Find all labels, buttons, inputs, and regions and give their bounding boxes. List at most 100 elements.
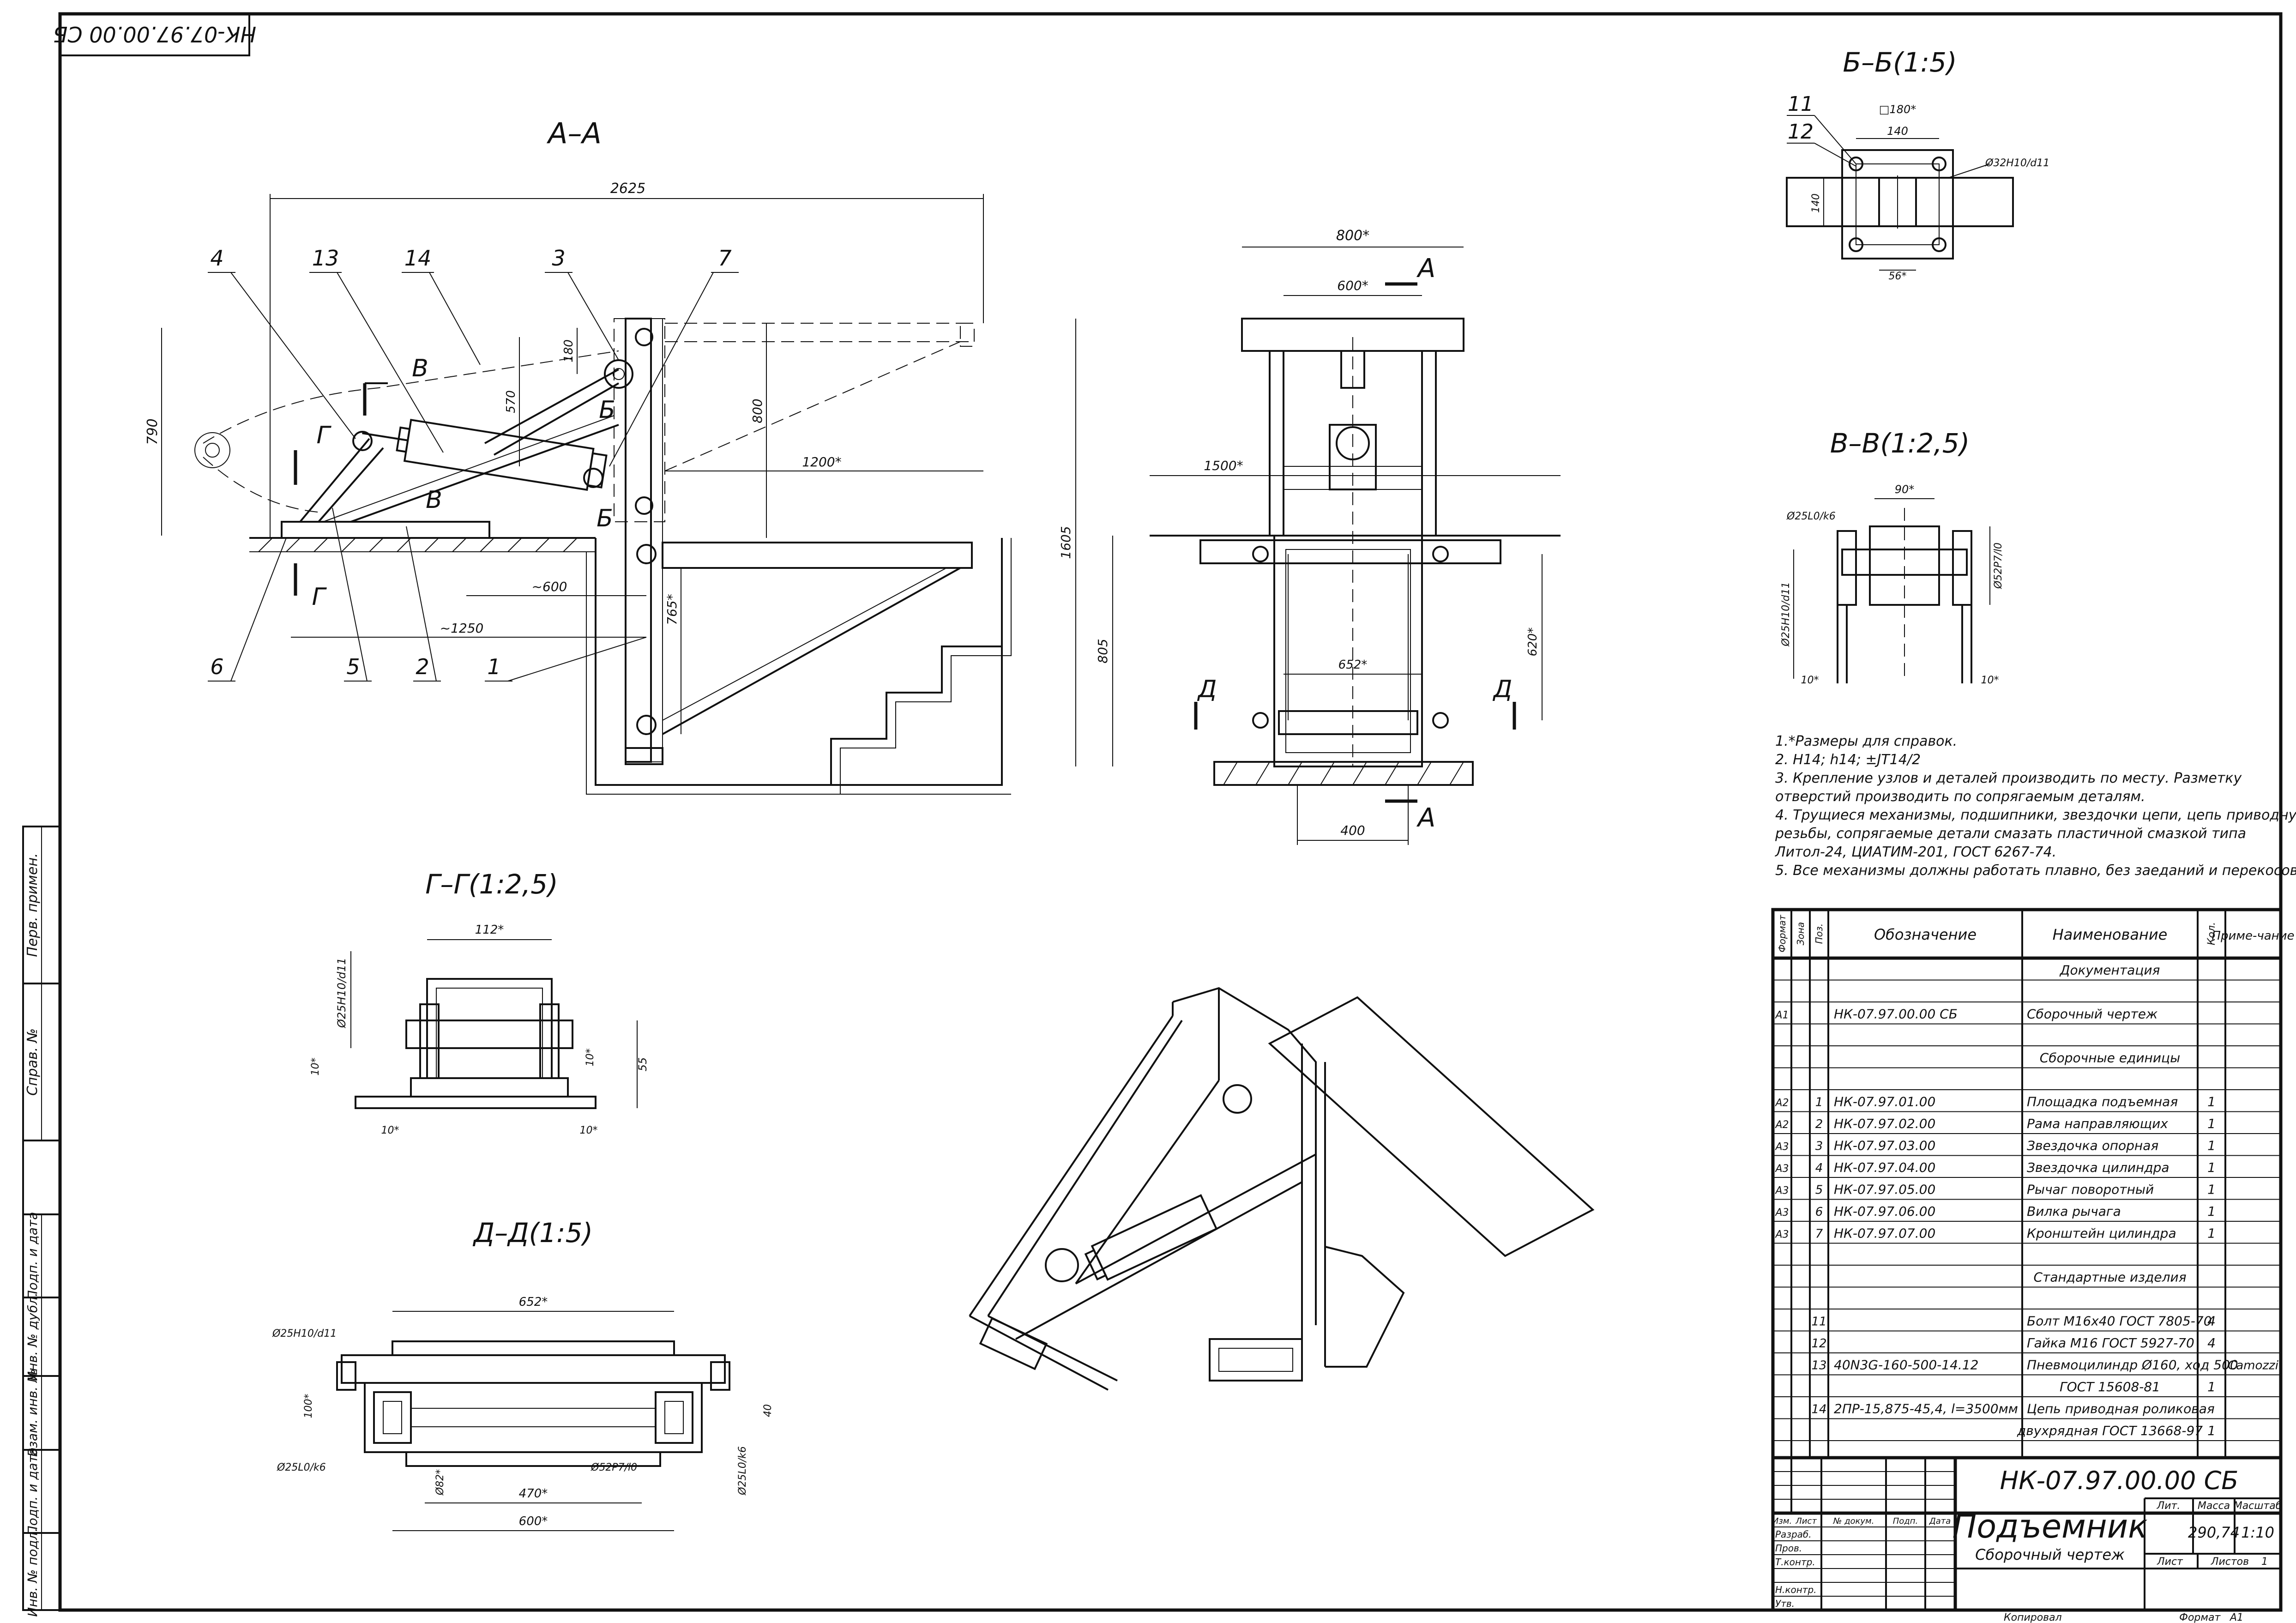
spec-cell: 12 bbox=[1811, 1337, 1826, 1351]
aa-letter-v2: В bbox=[426, 486, 442, 514]
spec-cell: 5 bbox=[1815, 1183, 1823, 1197]
bottom-kopiroval: Копировал bbox=[2004, 1612, 2062, 1623]
tb-col-list: Лист bbox=[1795, 1516, 1817, 1526]
bb-dim-140v: 140 bbox=[1810, 193, 1822, 213]
dd-dim-652: 652* bbox=[519, 1295, 548, 1309]
tb-designation: НК-07.97.00.00 СБ bbox=[2000, 1466, 2239, 1495]
spec-cell: 1 bbox=[2207, 1379, 2216, 1394]
callout-3: 3 bbox=[552, 246, 565, 271]
spec-cell: 1 bbox=[2207, 1182, 2216, 1197]
gg-dim-10a: 10* bbox=[310, 1058, 321, 1076]
tb-col-date: Дата bbox=[1929, 1516, 1951, 1526]
spec-cell: Пневмоцилиндр Ø160, ход 500 bbox=[2027, 1358, 2238, 1373]
front-letter-d2: Д bbox=[1493, 676, 1513, 703]
tb-razrab: Разраб. bbox=[1775, 1529, 1812, 1540]
aa-dim-570: 570 bbox=[504, 390, 518, 413]
aa-dim-790: 790 bbox=[145, 418, 161, 445]
spec-cell: 1 bbox=[2207, 1226, 2216, 1241]
dd-dim-40: 40 bbox=[762, 1404, 774, 1417]
tb-mass: 290,74 bbox=[2188, 1524, 2240, 1541]
spec-table: Формат Зона Поз. Обозначение Наименовани… bbox=[1771, 908, 2295, 1460]
left-strip: Перв. примен. Справ. № Подп. и дата Инв.… bbox=[22, 826, 61, 1617]
gg-dim-10c: 10* bbox=[381, 1125, 399, 1136]
spec-cell: 1 bbox=[2207, 1138, 2216, 1153]
spec-cell: 3 bbox=[1815, 1140, 1823, 1153]
tb-utv: Утв. bbox=[1775, 1598, 1795, 1609]
spec-cell: Звездочка опорная bbox=[2027, 1138, 2158, 1153]
aa-dim-2625: 2625 bbox=[610, 181, 645, 197]
callout-5: 5 bbox=[346, 654, 360, 679]
aa-letter-v1: В bbox=[412, 355, 428, 382]
bb-callout-12: 12 bbox=[1788, 120, 1814, 144]
callout-6: 6 bbox=[210, 654, 223, 679]
spec-cell: 1 bbox=[2207, 1423, 2216, 1438]
spec-cell: НК-07.97.03.00 bbox=[1834, 1138, 1935, 1153]
tech-notes: 1.*Размеры для справок. 2. H14; h14; ±JT… bbox=[1775, 733, 2296, 879]
spec-cell: 4 bbox=[2207, 1314, 2216, 1329]
bb-dim-56: 56* bbox=[1889, 271, 1907, 282]
dd-fit1: Ø25H10/d11 bbox=[272, 1328, 337, 1339]
spec-cell: 1 bbox=[2207, 1094, 2216, 1110]
spec-cell: НК-07.97.07.00 bbox=[1834, 1226, 1935, 1241]
spec-cell: 1 bbox=[2207, 1160, 2216, 1175]
spec-cell: Сборочный чертеж bbox=[2027, 1007, 2157, 1022]
spec-section-heading: двухрядная ГОСТ 13668-97 bbox=[2017, 1423, 2203, 1438]
spec-cell: НК-07.97.02.00 bbox=[1834, 1116, 1935, 1131]
spec-cell: Гайка М16 ГОСТ 5927-70 bbox=[2027, 1335, 2194, 1351]
view-dd-title: Д–Д(1:5) bbox=[472, 1217, 593, 1249]
spec-cell: Camozzi bbox=[2228, 1359, 2279, 1373]
spec-h-kol: Кол. bbox=[2206, 922, 2218, 945]
bottom-format: A1 bbox=[2229, 1612, 2243, 1623]
bottom-format-label: Формат bbox=[2179, 1612, 2221, 1623]
tb-lit: Лит. bbox=[2157, 1500, 2181, 1512]
aa-letter-b1: Б bbox=[599, 396, 615, 424]
front-dim-1500: 1500* bbox=[1204, 458, 1243, 473]
view-gg-title: Г–Г(1:2,5) bbox=[425, 869, 558, 900]
strip-perv: Перв. примен. bbox=[24, 853, 41, 957]
spec-cell: A3 bbox=[1774, 1185, 1789, 1197]
spec-cell: 2ПР-15,875-45,4, l=3500мм bbox=[1834, 1401, 2018, 1417]
tb-mass-label: Масса bbox=[2198, 1500, 2230, 1512]
spec-cell: 4 bbox=[1815, 1161, 1823, 1175]
dd-dim-600: 600* bbox=[519, 1514, 548, 1528]
aa-letter-b2: Б bbox=[597, 505, 613, 532]
view-gg: Г–Г(1:2,5) 112* Ø25H10/d11 10* 10* 55 10… bbox=[310, 869, 649, 1136]
note-1: 1.*Размеры для справок. bbox=[1775, 733, 1957, 749]
view-dd: Д–Д(1:5) 652* Ø25H10/d11 100* Ø25L0/k6 4… bbox=[272, 1217, 774, 1531]
note-2: 2. H14; h14; ±JT14/2 bbox=[1775, 752, 1921, 768]
strip-dubl: Инв. № дубл. bbox=[25, 1292, 40, 1381]
sheet-frame bbox=[58, 12, 2283, 1612]
callout-1: 1 bbox=[487, 654, 500, 679]
bb-fit: Ø32H10/d11 bbox=[1985, 157, 2049, 169]
spec-cell: Болт М16х40 ГОСТ 7805-70 bbox=[2027, 1314, 2212, 1329]
spec-cell: Кронштейн цилиндра bbox=[2027, 1226, 2176, 1241]
front-letter-a2: А bbox=[1416, 803, 1435, 833]
tb-sheet-label: Лист bbox=[2157, 1556, 2183, 1568]
front-letter-a1: А bbox=[1416, 253, 1435, 284]
spec-cell: НК-07.97.04.00 bbox=[1834, 1160, 1935, 1175]
tb-scale: 1:10 bbox=[2241, 1524, 2274, 1541]
strip-vzam: Взам. инв. № bbox=[25, 1369, 40, 1457]
tb-sheets: 1 bbox=[2261, 1556, 2268, 1568]
spec-section-heading: Стандартные изделия bbox=[2033, 1270, 2186, 1285]
callout-13: 13 bbox=[312, 246, 339, 271]
tb-sheets-label: Листов bbox=[2211, 1556, 2249, 1568]
vv-fit1: Ø25L0/k6 bbox=[1786, 511, 1836, 522]
dd-fit3: Ø25L0/k6 bbox=[737, 1446, 748, 1496]
spec-cell: 4 bbox=[2207, 1335, 2216, 1351]
spec-cell: 7 bbox=[1815, 1227, 1823, 1241]
dd-fit2: Ø25L0/k6 bbox=[277, 1462, 326, 1473]
aa-dim-800: 800 bbox=[750, 398, 765, 423]
spec-cell: Площадка подъемная bbox=[2027, 1094, 2178, 1110]
callout-2: 2 bbox=[416, 654, 429, 679]
view-aa: А–А bbox=[145, 116, 1012, 795]
tb-col-sign: Подп. bbox=[1893, 1516, 1918, 1526]
spec-h-poz: Поз. bbox=[1814, 923, 1825, 944]
gg-fit: Ø25H10/d11 bbox=[335, 958, 348, 1028]
aa-dim-765: 765* bbox=[664, 594, 680, 625]
view-front: 800* 600* 1500* 1605 805 652* 620* 400 А… bbox=[1058, 228, 1561, 845]
spec-section-heading: Сборочные единицы bbox=[2040, 1050, 2180, 1066]
front-letter-d1: Д bbox=[1197, 676, 1217, 703]
view-aa-title: А–А bbox=[546, 116, 602, 150]
